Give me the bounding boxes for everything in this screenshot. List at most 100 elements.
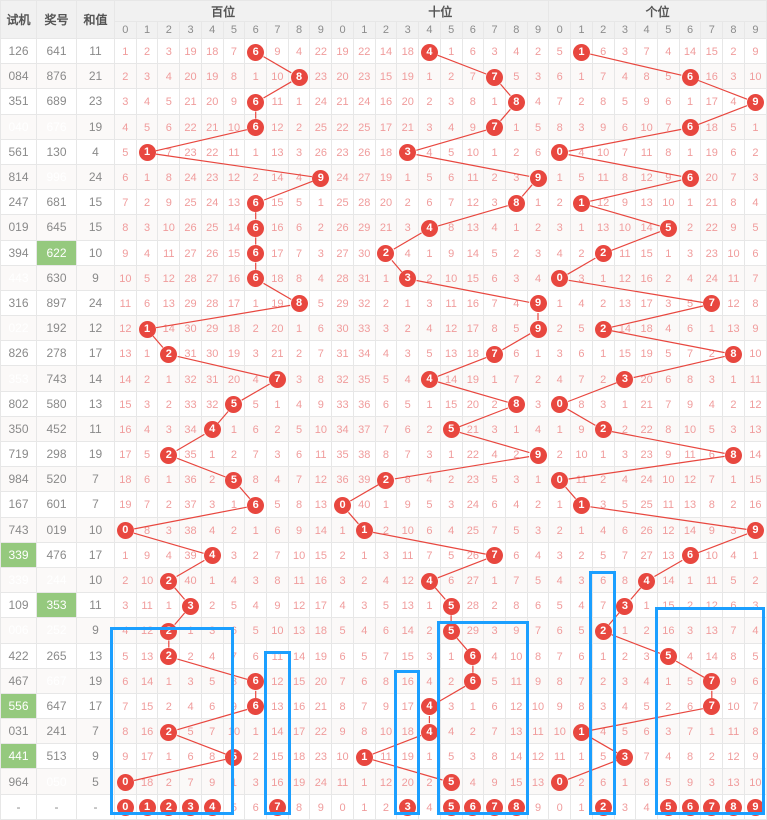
miss-value: 7 bbox=[513, 373, 520, 386]
miss-cell: 9 bbox=[114, 743, 137, 770]
digit-option: 4 bbox=[426, 801, 433, 814]
miss-value: 2 bbox=[643, 625, 650, 638]
hit-cell: 6 bbox=[244, 667, 268, 694]
hit-cell: 3 bbox=[613, 743, 637, 770]
miss-cell: 8 bbox=[722, 189, 745, 216]
miss-value: 12 bbox=[510, 700, 523, 713]
miss-cell: 10 bbox=[635, 113, 658, 140]
miss-value: 7 bbox=[534, 625, 542, 638]
select-cell[interactable]: 4 bbox=[635, 793, 658, 820]
select-cell[interactable]: 5 bbox=[222, 793, 246, 820]
miss-cell: 10 bbox=[743, 768, 767, 795]
select-cell[interactable]: 1 bbox=[352, 793, 376, 820]
select-cell[interactable]: 6 bbox=[461, 793, 485, 820]
miss-cell: 2 bbox=[678, 592, 702, 619]
miss-value: 14 bbox=[618, 323, 632, 336]
miss-value: 7 bbox=[230, 650, 238, 663]
miss-cell: 14 bbox=[309, 516, 333, 543]
select-cell[interactable]: 9 bbox=[309, 793, 333, 820]
miss-cell: 8 bbox=[635, 63, 658, 90]
miss-value: 25 bbox=[206, 222, 219, 235]
miss-value: 13 bbox=[683, 499, 697, 512]
miss-cell: 14 bbox=[656, 566, 680, 594]
select-cell[interactable]: 0 bbox=[548, 793, 572, 820]
select-cell[interactable]: 8 bbox=[287, 793, 311, 820]
miss-cell: 1 bbox=[135, 163, 159, 191]
miss-cell: 9 bbox=[309, 390, 333, 417]
select-cell[interactable]: 4 bbox=[418, 793, 441, 820]
miss-cell: 15 bbox=[743, 466, 767, 493]
miss-value: 10 bbox=[379, 726, 393, 739]
hit-circle: 8 bbox=[290, 295, 308, 313]
select-cell[interactable]: 5 bbox=[439, 793, 463, 820]
miss-cell: 5 bbox=[179, 718, 202, 745]
win-cell: 681 bbox=[36, 189, 77, 216]
miss-value: 21 bbox=[184, 96, 197, 109]
select-cell[interactable]: 6 bbox=[244, 793, 268, 820]
miss-value: 26 bbox=[640, 524, 653, 537]
miss-value: 25 bbox=[184, 197, 197, 210]
miss-cell: 5 bbox=[613, 718, 637, 745]
miss-value: 1 bbox=[686, 146, 694, 159]
miss-cell: 4 bbox=[135, 415, 159, 443]
miss-cell: 14 bbox=[135, 667, 159, 694]
miss-value: 6 bbox=[317, 323, 324, 336]
select-cell[interactable]: 2 bbox=[374, 793, 398, 820]
miss-value: 2 bbox=[708, 348, 715, 361]
select-cell[interactable]: 0 bbox=[114, 793, 137, 820]
hit-circle: 4 bbox=[203, 547, 221, 565]
miss-value: 4 bbox=[122, 625, 129, 638]
miss-value: 9 bbox=[122, 247, 129, 260]
select-cell[interactable]: 3 bbox=[613, 793, 637, 820]
miss-value: 26 bbox=[336, 222, 349, 235]
select-cell[interactable]: 4 bbox=[200, 793, 224, 820]
select-cell[interactable]: 3 bbox=[179, 793, 202, 820]
win-cell: 265 bbox=[36, 642, 77, 669]
miss-value: 9 bbox=[752, 323, 759, 336]
select-cell[interactable]: 2 bbox=[157, 793, 181, 820]
miss-cell: 6 bbox=[526, 138, 550, 165]
miss-value: 7 bbox=[600, 600, 607, 613]
miss-value: 10 bbox=[314, 423, 327, 436]
miss-value: 6 bbox=[448, 172, 455, 185]
miss-cell: 6 bbox=[656, 88, 680, 115]
miss-cell: 10 bbox=[331, 743, 354, 770]
miss-cell: 6 bbox=[613, 516, 637, 543]
hit-circle: 6 bbox=[681, 119, 699, 137]
miss-cell: 16 bbox=[461, 289, 485, 317]
select-cell[interactable]: 6 bbox=[678, 793, 702, 820]
miss-cell: 21 bbox=[331, 88, 354, 115]
miss-value: 3 bbox=[600, 700, 607, 713]
select-cell[interactable]: 7 bbox=[266, 793, 289, 820]
select-cell[interactable]: 9 bbox=[526, 793, 550, 820]
select-cell[interactable]: 1 bbox=[570, 793, 593, 820]
select-cell[interactable]: 2 bbox=[591, 793, 615, 820]
miss-cell: 4 bbox=[722, 88, 745, 115]
miss-value: 4 bbox=[686, 272, 694, 285]
select-cell[interactable]: 9 bbox=[743, 793, 767, 820]
miss-value: 24 bbox=[705, 272, 718, 285]
select-cell[interactable]: 8 bbox=[504, 793, 528, 820]
selected-digit: 2 bbox=[160, 799, 178, 817]
win-cell: 019 bbox=[36, 516, 77, 543]
select-cell[interactable]: 7 bbox=[700, 793, 724, 820]
miss-cell: 1 bbox=[722, 365, 745, 392]
miss-value: 9 bbox=[404, 499, 411, 512]
miss-value: 25 bbox=[336, 197, 349, 210]
sum-cell: 13 bbox=[76, 390, 115, 417]
select-cell[interactable]: 1 bbox=[135, 793, 159, 820]
select-cell[interactable]: 5 bbox=[656, 793, 680, 820]
miss-cell: 1 bbox=[287, 315, 311, 342]
select-cell[interactable]: 0 bbox=[331, 793, 354, 820]
miss-value: 1 bbox=[600, 650, 607, 663]
miss-cell: 6 bbox=[548, 617, 572, 644]
hit-circle: 2 bbox=[377, 471, 395, 489]
select-cell[interactable]: 7 bbox=[483, 793, 506, 820]
select-cell[interactable]: 3 bbox=[396, 793, 420, 820]
miss-value: 6 bbox=[643, 726, 650, 739]
hit-circle: 7 bbox=[703, 698, 721, 716]
select-cell[interactable]: 8 bbox=[722, 793, 745, 820]
miss-cell: 26 bbox=[352, 138, 376, 165]
